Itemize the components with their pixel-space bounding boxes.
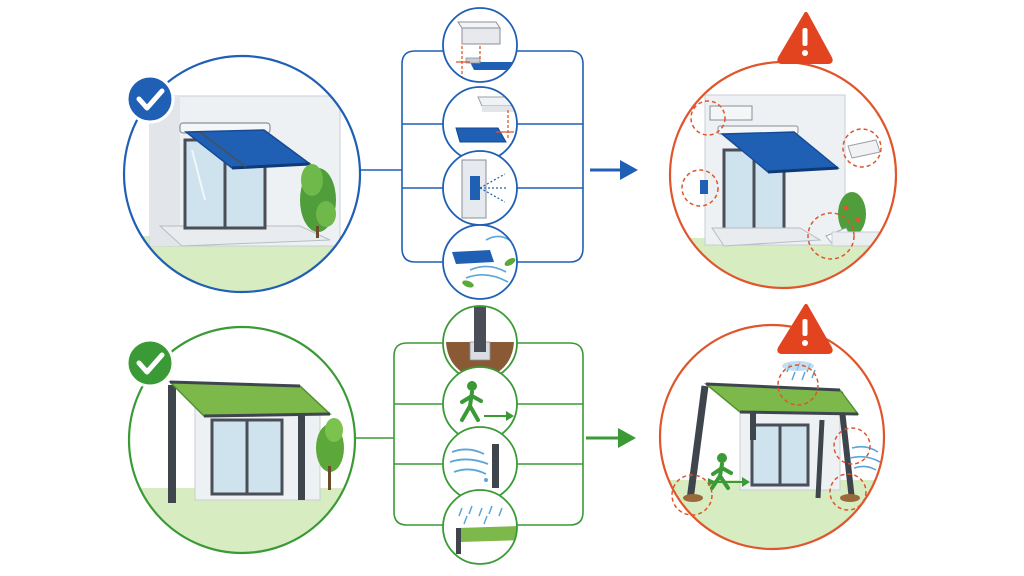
issue-marker-circles xyxy=(681,100,882,260)
row-pergola-awning xyxy=(125,304,886,565)
check-badge-icon xyxy=(125,74,175,124)
right-arrow-icon xyxy=(590,160,638,180)
right-arrow-icon xyxy=(586,428,636,448)
pergola-awning-issues-scene xyxy=(658,323,886,551)
wall-bracket-clearance-icon xyxy=(442,7,518,83)
rain-drainage-icon xyxy=(442,489,518,565)
check-badge-icon xyxy=(125,338,175,388)
warning-triangle-icon xyxy=(777,12,833,64)
row-wall-awning xyxy=(122,7,898,300)
issue-marker-circles xyxy=(671,364,871,516)
warning-triangle-icon xyxy=(777,304,833,354)
walking-clearance-icon xyxy=(442,366,518,442)
wall-awning-connectors xyxy=(360,50,584,263)
wall-anchor-icon xyxy=(442,150,518,226)
wall-awning-scene xyxy=(122,54,362,294)
pergola-awning-connectors xyxy=(356,342,584,526)
wall-awning-issues-scene xyxy=(668,60,898,290)
awning-height-measure-icon xyxy=(442,86,518,162)
wind-leaves-icon xyxy=(442,224,518,300)
